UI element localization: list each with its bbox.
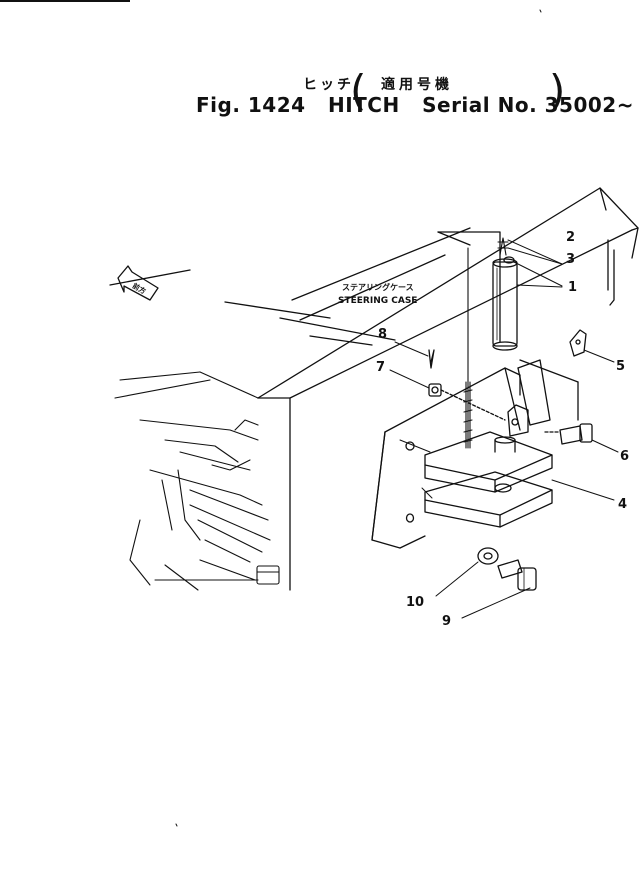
serial-number: Serial No. 35002~ bbox=[422, 93, 634, 117]
callout-4: 4 bbox=[618, 497, 627, 512]
figure-name: HITCH bbox=[327, 93, 400, 117]
stray-mark bbox=[539, 9, 542, 13]
washer bbox=[477, 547, 499, 565]
callout-10: 10 bbox=[406, 595, 424, 610]
track-frame bbox=[114, 371, 280, 591]
title-japanese: ヒッチ bbox=[303, 77, 354, 93]
front-arrow-label: 前方 bbox=[131, 281, 148, 296]
steering-case-label-en: STEERING CASE bbox=[338, 296, 417, 306]
figure-title: Fig. 1424 HITCH Serial No. 35002~ bbox=[196, 93, 634, 117]
figure-number: Fig. 1424 bbox=[196, 93, 306, 117]
callout-1: 1 bbox=[568, 280, 577, 295]
leader-lines bbox=[389, 239, 619, 619]
spring-pin bbox=[428, 349, 435, 369]
bolt-9 bbox=[497, 559, 537, 591]
steering-case-label-jp: ステアリングケース bbox=[342, 282, 414, 292]
bolt-6 bbox=[544, 423, 593, 445]
callout-8: 8 bbox=[378, 327, 387, 342]
callout-6: 6 bbox=[620, 449, 629, 464]
chain bbox=[463, 237, 509, 449]
callout-3: 3 bbox=[566, 252, 575, 267]
lock-plate bbox=[569, 329, 587, 357]
callout-9: 9 bbox=[442, 614, 451, 629]
hitch-bracket bbox=[371, 359, 553, 549]
steering-case-body bbox=[109, 187, 639, 591]
top-rule bbox=[0, 0, 130, 2]
front-arrow-icon bbox=[117, 265, 159, 301]
open-paren: ( bbox=[350, 66, 367, 115]
callout-2: 2 bbox=[566, 230, 575, 245]
callout-7: 7 bbox=[376, 360, 385, 375]
applicable-models-japanese: 適用号機 bbox=[381, 77, 453, 93]
hitch-pin bbox=[492, 256, 518, 453]
callout-5: 5 bbox=[616, 359, 625, 374]
collar bbox=[428, 383, 506, 421]
stray-mark bbox=[175, 823, 178, 827]
close-paren: ) bbox=[549, 66, 566, 115]
